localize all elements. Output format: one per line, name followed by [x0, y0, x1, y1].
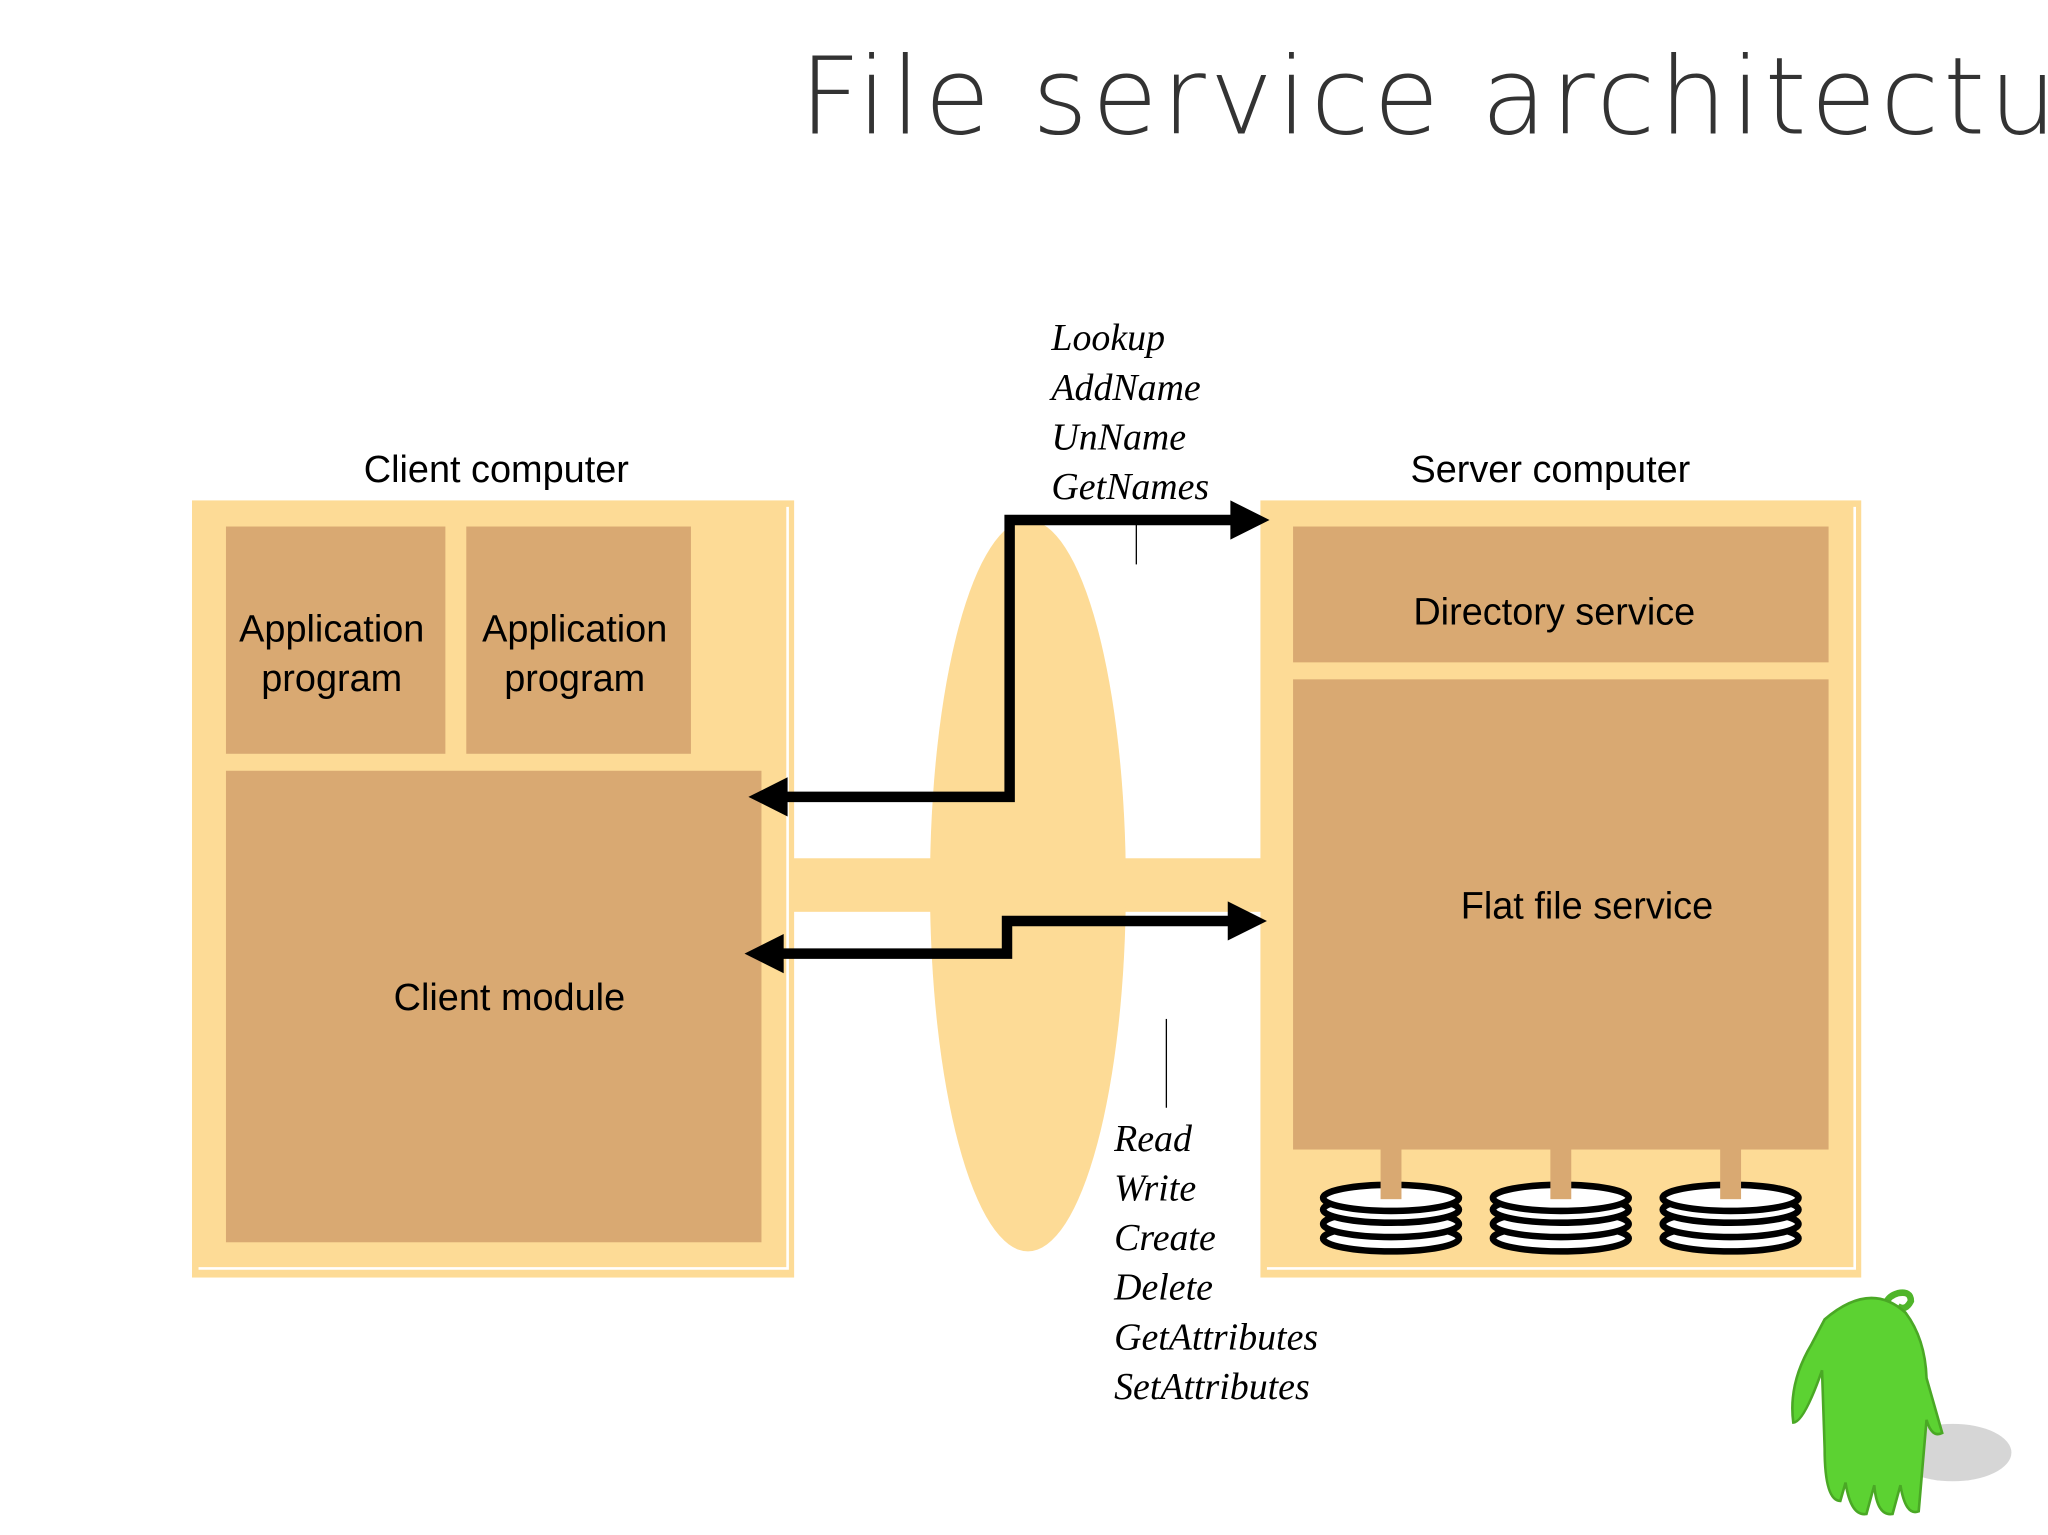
directory-service [1293, 526, 1829, 663]
op-read: Read [1113, 1118, 1193, 1160]
op-addname: AddName [1048, 367, 1200, 409]
app1-label-line1: Application [239, 608, 424, 650]
arrowhead-right-icon [1230, 500, 1270, 540]
file-arrow [781, 915, 1232, 959]
flat-file-service-label: Flat file service [1461, 885, 1713, 927]
client-computer [192, 500, 795, 1278]
op-write: Write [1114, 1167, 1196, 1209]
disk-icon [1489, 1146, 1632, 1255]
directory-service-label: Directory service [1413, 591, 1695, 633]
app1-label-line2: program [261, 658, 402, 700]
green-mascot-icon [1791, 1289, 2012, 1516]
directory-arrow [783, 514, 1235, 803]
op-getnames: GetNames [1051, 466, 1209, 508]
op-lookup: Lookup [1050, 317, 1165, 359]
arrowhead-right-icon [1227, 901, 1267, 941]
flat-file-service [1293, 679, 1829, 1150]
slide-title: File service architecture [799, 35, 2048, 159]
op-delete: Delete [1113, 1267, 1213, 1309]
client-computer-label: Client computer [364, 449, 629, 491]
op-setattributes: SetAttributes [1114, 1366, 1310, 1408]
application-program-1 [225, 526, 446, 754]
server-computer [1260, 500, 1862, 1278]
disk-stacks [1319, 1146, 1802, 1255]
op-unname: UnName [1051, 416, 1186, 458]
app2-label-line1: Application [482, 608, 667, 650]
app2-label-line2: program [504, 658, 645, 700]
arrowhead-left-icon [748, 777, 788, 817]
arrowhead-left-icon [744, 934, 784, 974]
disk-icon [1319, 1146, 1463, 1255]
disk-icon [1659, 1146, 1802, 1255]
application-program-2 [466, 526, 691, 754]
op-getattributes: GetAttributes [1114, 1316, 1318, 1358]
client-module [225, 770, 762, 1243]
server-computer-label: Server computer [1410, 449, 1690, 491]
client-module-label: Client module [394, 977, 625, 1019]
op-create: Create [1114, 1217, 1216, 1259]
network-ellipse [929, 519, 1126, 1252]
